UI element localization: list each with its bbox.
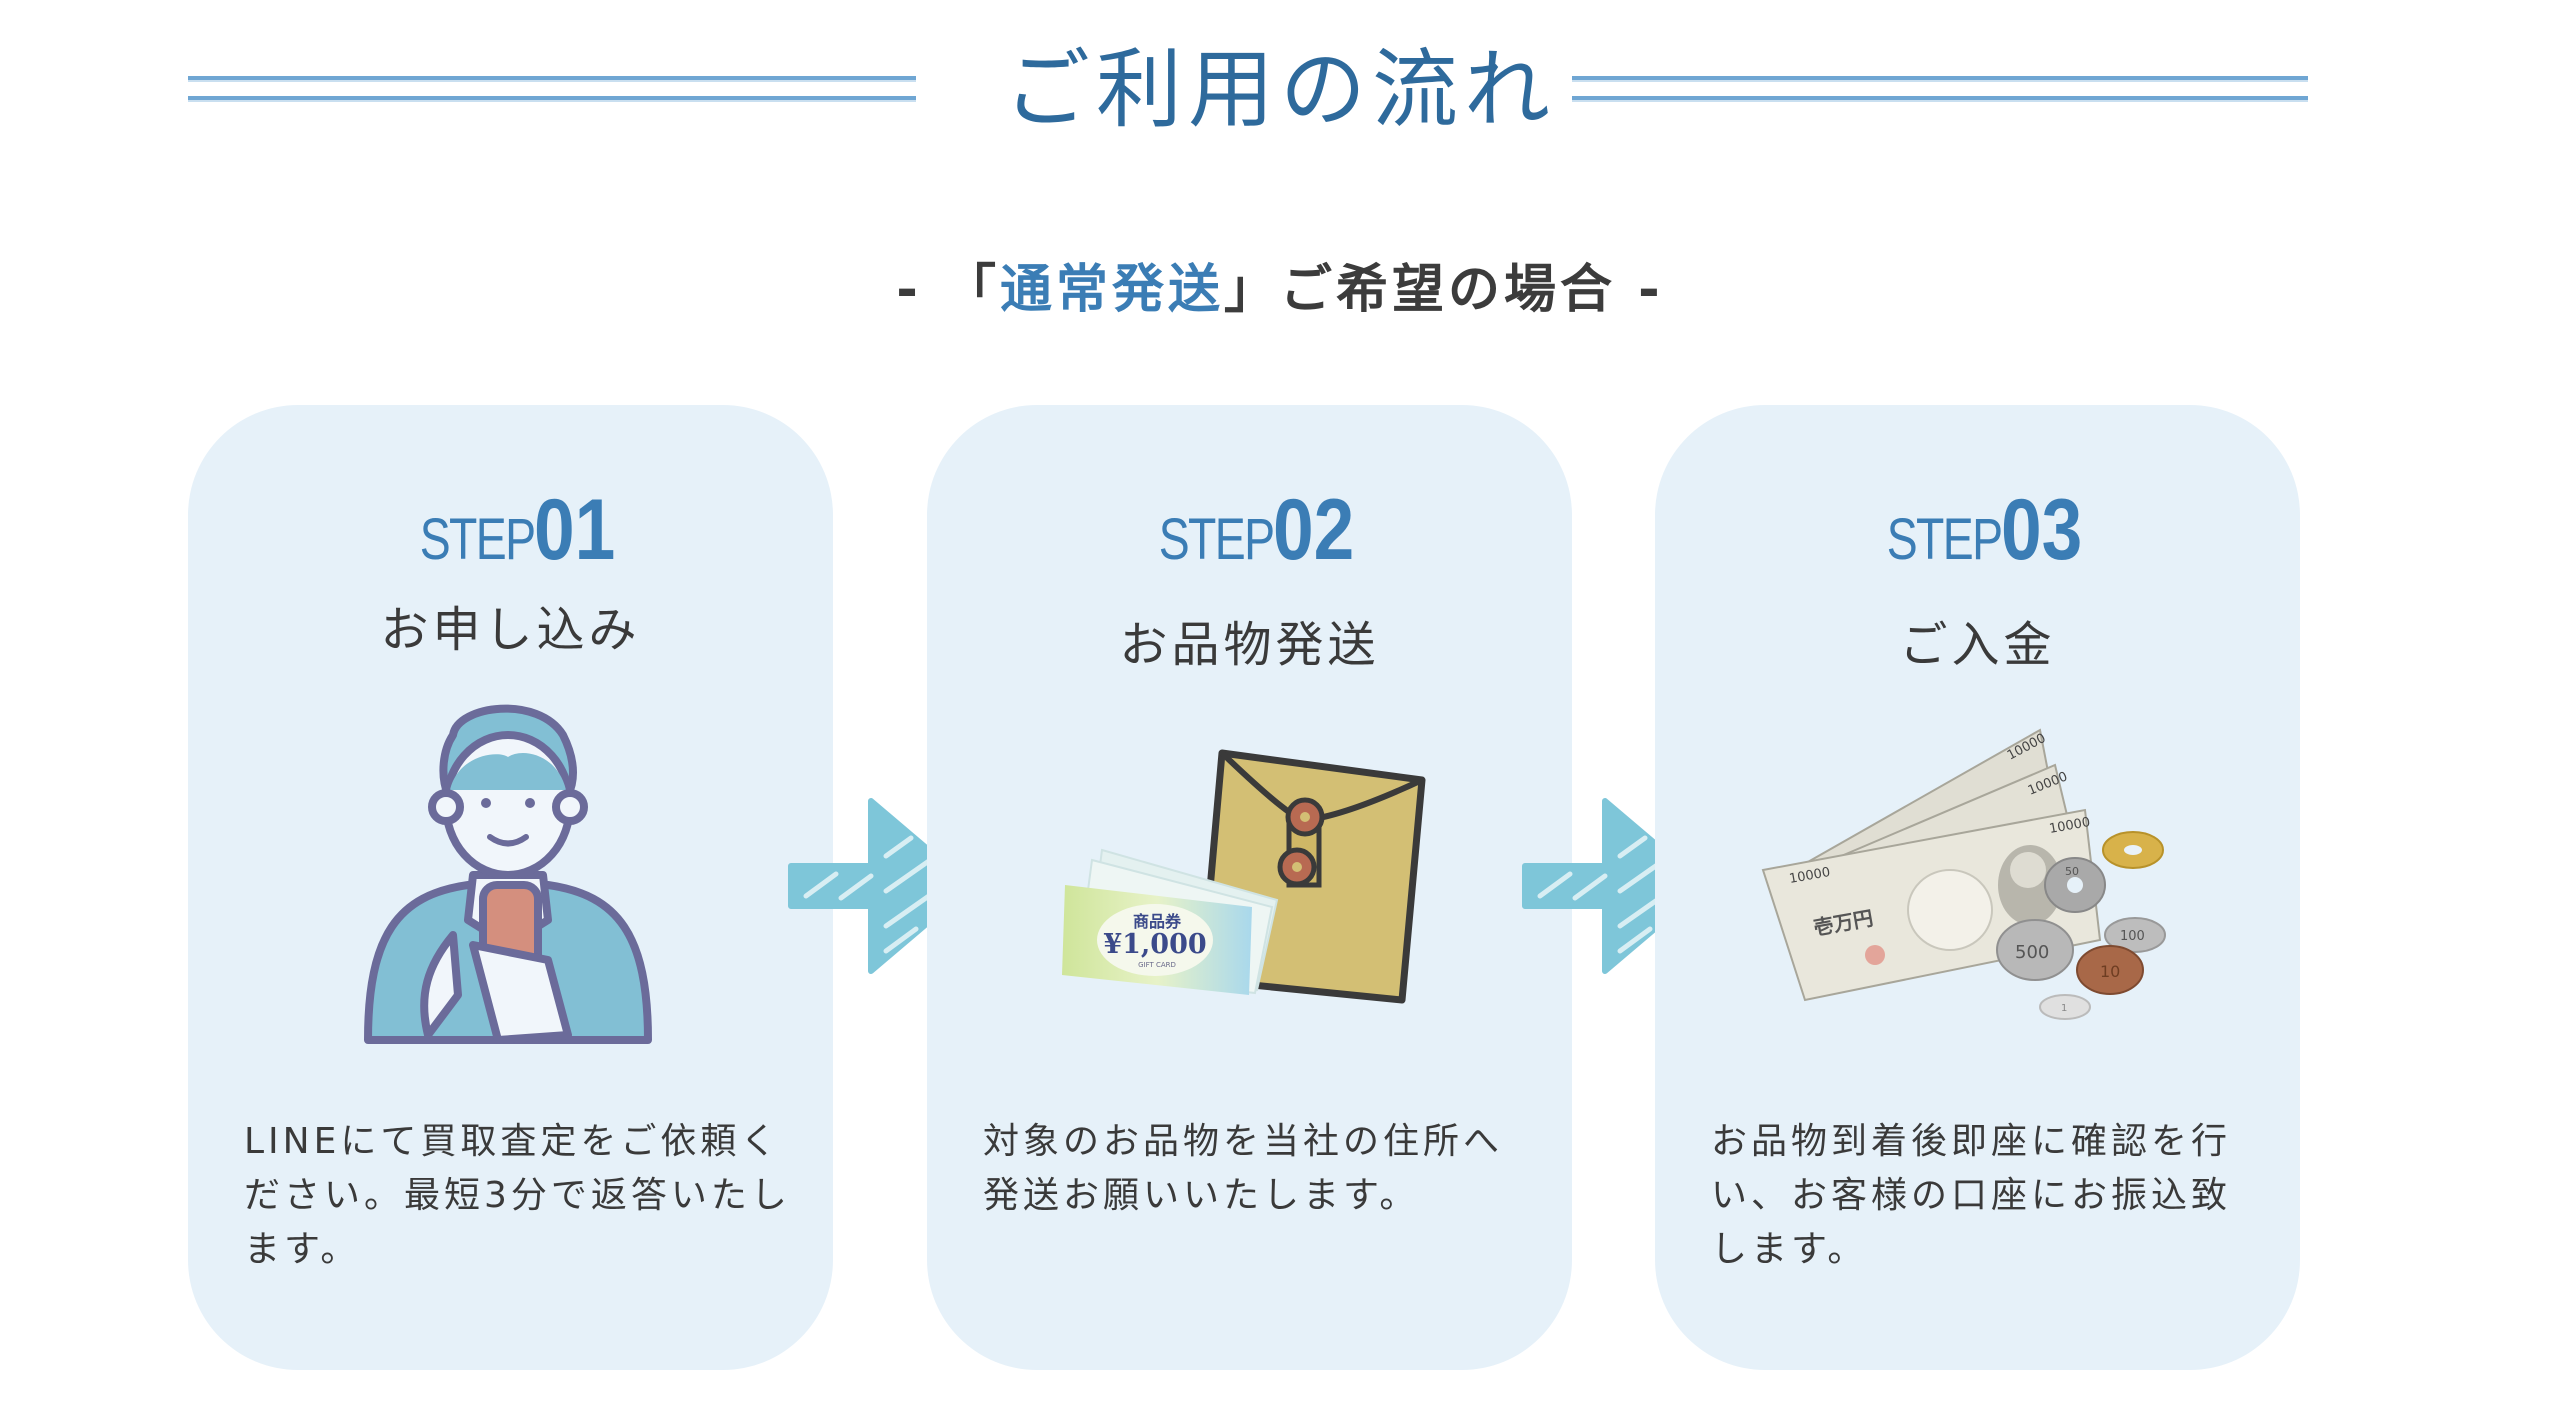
- step-number: 03: [2000, 482, 2083, 578]
- gift-card-icon: 商品券 ¥1,000 GIFT CARD: [1062, 848, 1279, 995]
- step-title: お品物発送: [1119, 617, 1380, 673]
- title-line-left-bottom: [188, 96, 916, 100]
- step-description: LINEにて買取査定をご依頼ください。最短3分で返答いたします。: [244, 1121, 791, 1270]
- arrow-right-icon: [788, 798, 974, 974]
- step-number: 01: [533, 482, 616, 578]
- page-title: ご利用の流れ: [1004, 40, 1556, 140]
- step-description: お品物到着後即座に確認を行い、お客様の口座にお振込致します。: [1711, 1121, 2232, 1270]
- gift-card-sub: GIFT CARD: [1138, 961, 1176, 969]
- step-word: STEP: [1887, 507, 2003, 572]
- coin-500: 500: [2015, 942, 2049, 963]
- bill-value: 10000: [1788, 865, 1831, 887]
- gift-card-amount: ¥1,000: [1103, 929, 1206, 960]
- step-title: お申し込み: [380, 602, 641, 658]
- coin-100: 100: [2120, 929, 2145, 944]
- step-label: STEP 02: [927, 485, 1572, 599]
- step-label: STEP 03: [1655, 485, 2300, 599]
- bill-value: 10000: [2048, 815, 2091, 837]
- yen-bills-and-coins-icon: 10000 10000 10000 10000 壱万円 50 500 100 1…: [1761, 728, 2166, 1020]
- subtitle-prefix: - 「: [896, 260, 1000, 320]
- title-line-left-top: [188, 76, 916, 80]
- title-line-right-top: [1572, 76, 2308, 80]
- section-subtitle: - 「通常発送」ご希望の場合 -: [0, 258, 2560, 322]
- coins: [1996, 831, 2166, 1020]
- step-word: STEP: [1159, 507, 1275, 572]
- step-word: STEP: [420, 507, 536, 572]
- title-line-right-bottom: [1572, 96, 2308, 100]
- subtitle-highlight: 通常発送: [999, 260, 1224, 320]
- step-card-3: STEP 03 ご入金 10000 10000 10000 10000 壱万円 …: [1655, 405, 2300, 1370]
- coin-10: 10: [2100, 962, 2120, 981]
- step-number: 02: [1272, 482, 1355, 578]
- gift-card-label: 商品券: [1133, 912, 1182, 931]
- step-card-2: STEP 02 お品物発送 商品券 ¥1,000 GIFT CARD 対象のお品…: [927, 405, 1572, 1370]
- person-with-smartphone-icon: [364, 704, 652, 1044]
- step-label: STEP 01: [188, 485, 833, 599]
- step-description: 対象のお品物を当社の住所へ発送お願いいたします。: [983, 1121, 1504, 1216]
- step-title: ご入金: [1899, 617, 2056, 673]
- step-card-1: STEP 01 お申し込み LINEにて買取査定をご依頼ください。最短3分で返答…: [188, 405, 833, 1370]
- coin-50: 50: [2065, 865, 2079, 878]
- coin-1: 1: [2061, 1003, 2067, 1014]
- subtitle-suffix: 」ご希望の場合 -: [1224, 260, 1664, 320]
